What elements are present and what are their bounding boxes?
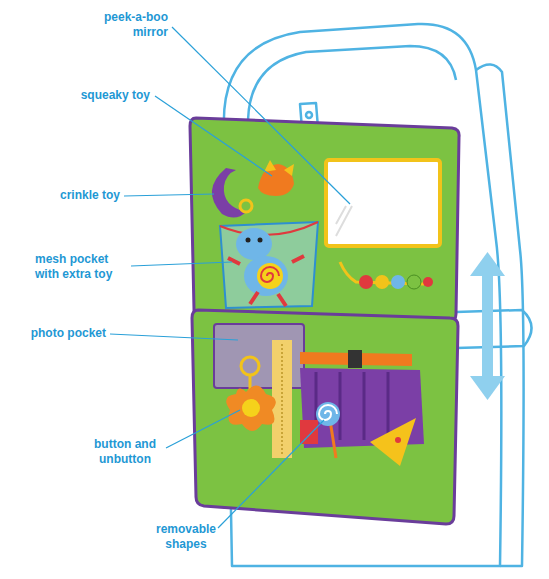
callout-label: peek-a-boo mirror bbox=[88, 10, 168, 40]
callout-label: squeaky toy bbox=[40, 88, 150, 103]
callout-label: crinkle toy bbox=[14, 188, 120, 203]
callout-label: photo pocket bbox=[10, 326, 106, 341]
callout-label: mesh pocket with extra toy bbox=[35, 252, 127, 282]
adjust-arrow bbox=[470, 252, 505, 400]
callout-label: removable shapes bbox=[148, 522, 224, 552]
top-panel bbox=[190, 118, 459, 321]
callout-label: button and unbutton bbox=[84, 437, 166, 467]
bottom-panel bbox=[192, 310, 458, 524]
